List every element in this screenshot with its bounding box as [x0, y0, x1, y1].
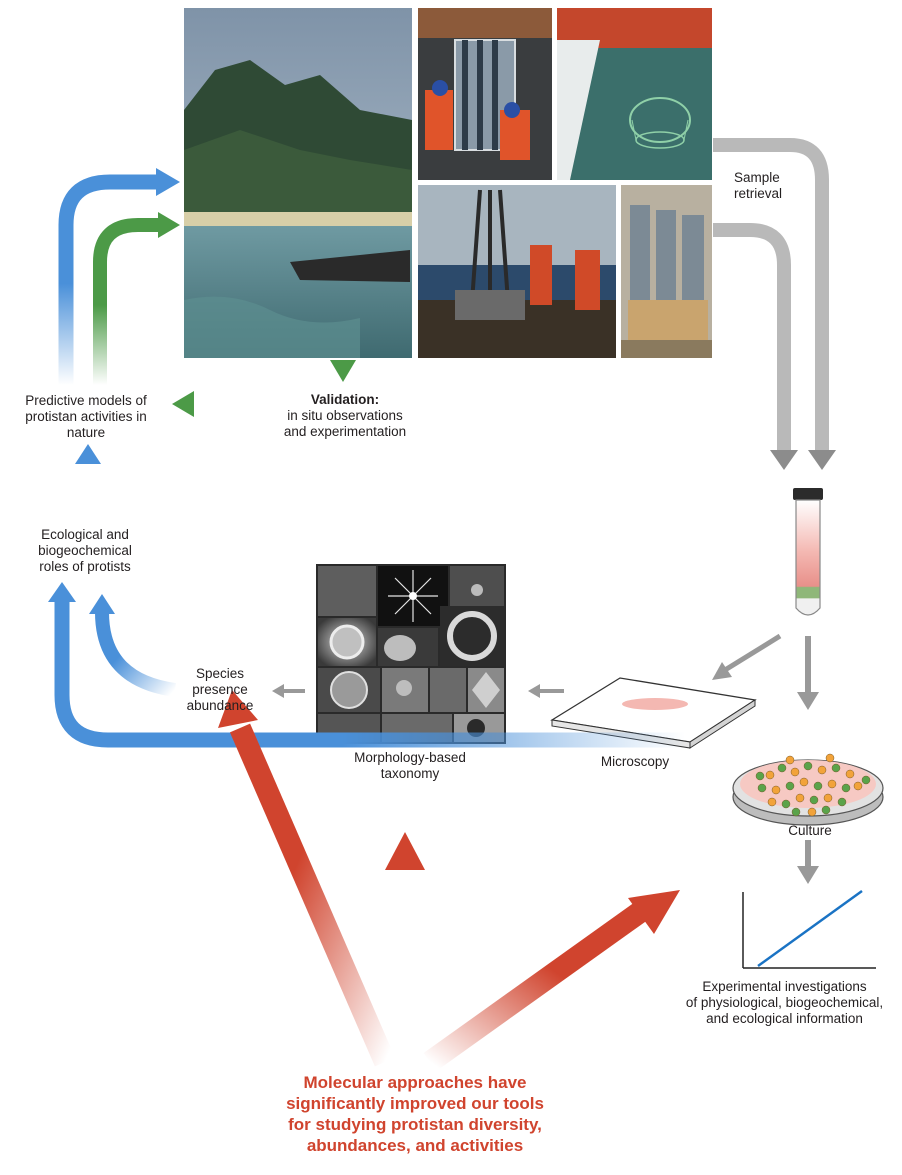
colony-dot	[813, 781, 823, 791]
predictive-models-label: Predictive models of protistan activitie…	[25, 393, 147, 440]
green-arrow-validation-down	[330, 298, 356, 382]
colony-dot	[861, 775, 871, 785]
blue-arrow-from-experiments	[48, 582, 685, 748]
net-in-water-photo	[557, 8, 712, 180]
colony-dot	[799, 777, 809, 787]
colony-dot	[823, 793, 833, 803]
red-arrow-to-experiments	[423, 890, 680, 1071]
red-arrow-to-morphology	[385, 832, 425, 1060]
colony-dot	[821, 805, 831, 815]
species-presence-label: Species presence abundance	[186, 666, 254, 713]
morphology-to-species-arrow	[272, 684, 305, 698]
colony-dot	[771, 785, 781, 795]
colony-dot	[791, 807, 801, 817]
validation-body: in situ observations and experimentation	[283, 408, 407, 439]
blue-arrow-from-species	[89, 594, 177, 697]
colony-dot	[841, 783, 851, 793]
colony-dot	[755, 771, 765, 781]
experimental-label: Experimental investigations of physiolog…	[685, 979, 884, 1026]
petri-dish-icon	[732, 753, 884, 826]
sample-retrieval-label: Sample retrieval	[734, 170, 783, 201]
colony-dot	[795, 793, 805, 803]
tube-to-slide-arrow	[712, 633, 782, 680]
test-tube-icon	[793, 488, 823, 616]
colony-dot	[777, 763, 787, 773]
colony-dot	[765, 770, 775, 780]
tube-to-culture-arrow	[797, 636, 819, 710]
deck-sampling-photo	[418, 185, 616, 358]
colony-dot	[790, 767, 800, 777]
morphology-label: Morphology-based taxonomy	[354, 750, 466, 781]
colony-dot	[827, 779, 837, 789]
blue-arrow-to-nature-outer	[58, 168, 180, 385]
colony-dot	[809, 795, 819, 805]
colony-dot	[757, 783, 767, 793]
colony-dot	[785, 755, 795, 765]
green-arrow-to-nature-inner	[93, 212, 180, 385]
rosette-sampler-photo	[418, 8, 552, 180]
sediment-corers-photo	[621, 185, 712, 358]
colony-dot	[845, 769, 855, 779]
coastal-photo	[184, 8, 412, 358]
line-graph-icon	[742, 889, 876, 969]
colony-dot	[803, 761, 813, 771]
colony-dot	[837, 797, 847, 807]
colony-dot	[817, 765, 827, 775]
microscopy-label: Microscopy	[600, 754, 670, 769]
colony-dot	[781, 799, 791, 809]
blue-arrow-to-predictive-models	[75, 444, 101, 512]
culture-label: Culture	[788, 823, 832, 838]
colony-dot	[807, 807, 817, 817]
red-arrow-to-species	[218, 690, 396, 1067]
culture-to-graph-arrow	[797, 840, 819, 884]
morphology-micrograph-collage	[316, 564, 506, 744]
molecular-approaches-text: Molecular approaches have significantly …	[286, 1073, 544, 1155]
green-arrow-to-predictive-models	[172, 391, 245, 417]
slide-to-morphology-arrow	[528, 684, 564, 698]
colony-dot	[767, 797, 777, 807]
sample-retrieval-arrows	[713, 138, 836, 470]
colony-dot	[825, 753, 835, 763]
validation-title: Validation:	[310, 392, 380, 407]
colony-dot	[785, 781, 795, 791]
colony-dot	[831, 763, 841, 773]
ecological-roles-label: Ecological and biogeochemical roles of p…	[38, 527, 132, 574]
colony-dot	[853, 781, 863, 791]
